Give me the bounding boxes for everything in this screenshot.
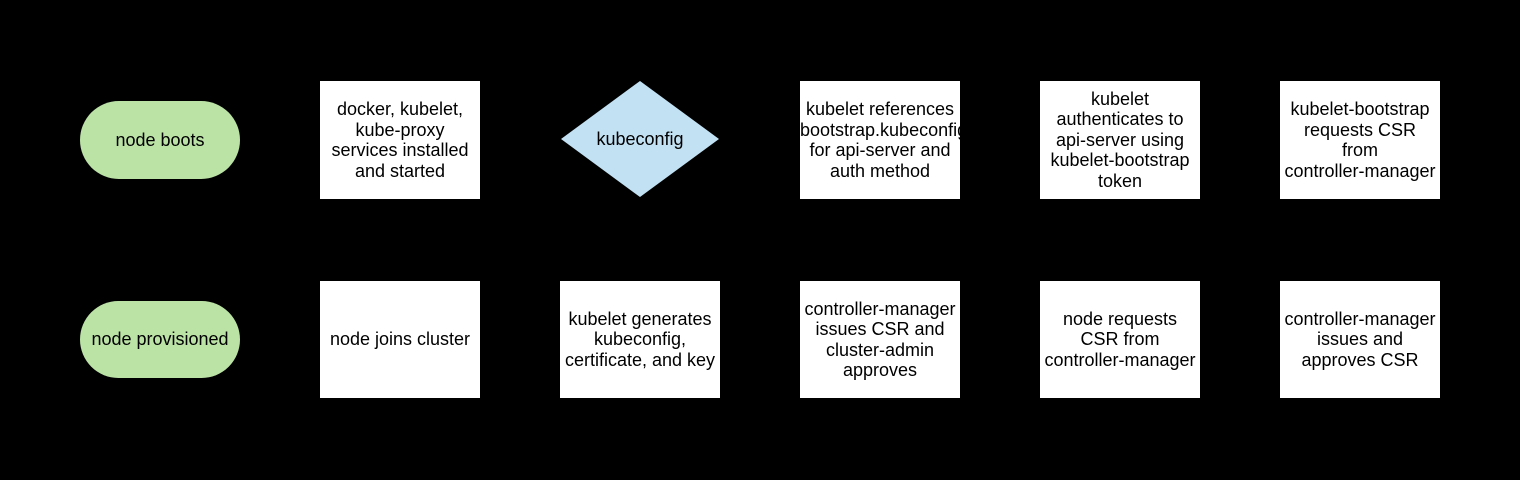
process-services-installed: docker, kubelet, kube-proxy services ins… bbox=[320, 81, 480, 199]
node-label: kubelet generates kubeconfig, certificat… bbox=[564, 308, 716, 370]
process-kubelet-generates-kubeconfig: kubelet generates kubeconfig, certificat… bbox=[560, 281, 720, 398]
process-kubelet-references-bootstrap-kubeconfig: kubelet references bootstrap.kubeconfig … bbox=[800, 81, 968, 199]
process-kubelet-bootstrap-requests-csr: kubelet-bootstrap requests CSR from cont… bbox=[1280, 81, 1440, 199]
process-kubelet-authenticates: kubelet authenticates to api-server usin… bbox=[1040, 81, 1200, 199]
node-label: kubeconfig bbox=[596, 128, 684, 149]
node-label: node requests CSR from controller-manage… bbox=[1044, 308, 1196, 370]
node-label: kubelet authenticates to api-server usin… bbox=[1050, 88, 1190, 191]
process-node-requests-csr: node requests CSR from controller-manage… bbox=[1040, 281, 1200, 398]
process-node-joins-cluster: node joins cluster bbox=[320, 281, 480, 398]
decision-kubeconfig: kubeconfig bbox=[561, 81, 719, 197]
node-label: kubelet-bootstrap requests CSR from cont… bbox=[1284, 99, 1436, 181]
terminator-node-boots: node boots bbox=[80, 101, 240, 179]
node-label: node boots bbox=[115, 129, 205, 150]
node-label: node joins cluster bbox=[329, 329, 471, 350]
node-label: controller-manager issues and approves C… bbox=[1284, 308, 1436, 370]
node-label: kubelet references bootstrap.kubeconfig … bbox=[800, 99, 968, 181]
terminator-node-provisioned: node provisioned bbox=[80, 301, 240, 378]
node-label: docker, kubelet, kube-proxy services ins… bbox=[331, 99, 469, 181]
node-label: controller-manager issues CSR and cluste… bbox=[804, 298, 956, 381]
process-controller-manager-issues-csr: controller-manager issues CSR and cluste… bbox=[800, 281, 960, 398]
process-controller-manager-approves-csr: controller-manager issues and approves C… bbox=[1280, 281, 1440, 398]
node-label: node provisioned bbox=[91, 329, 229, 350]
